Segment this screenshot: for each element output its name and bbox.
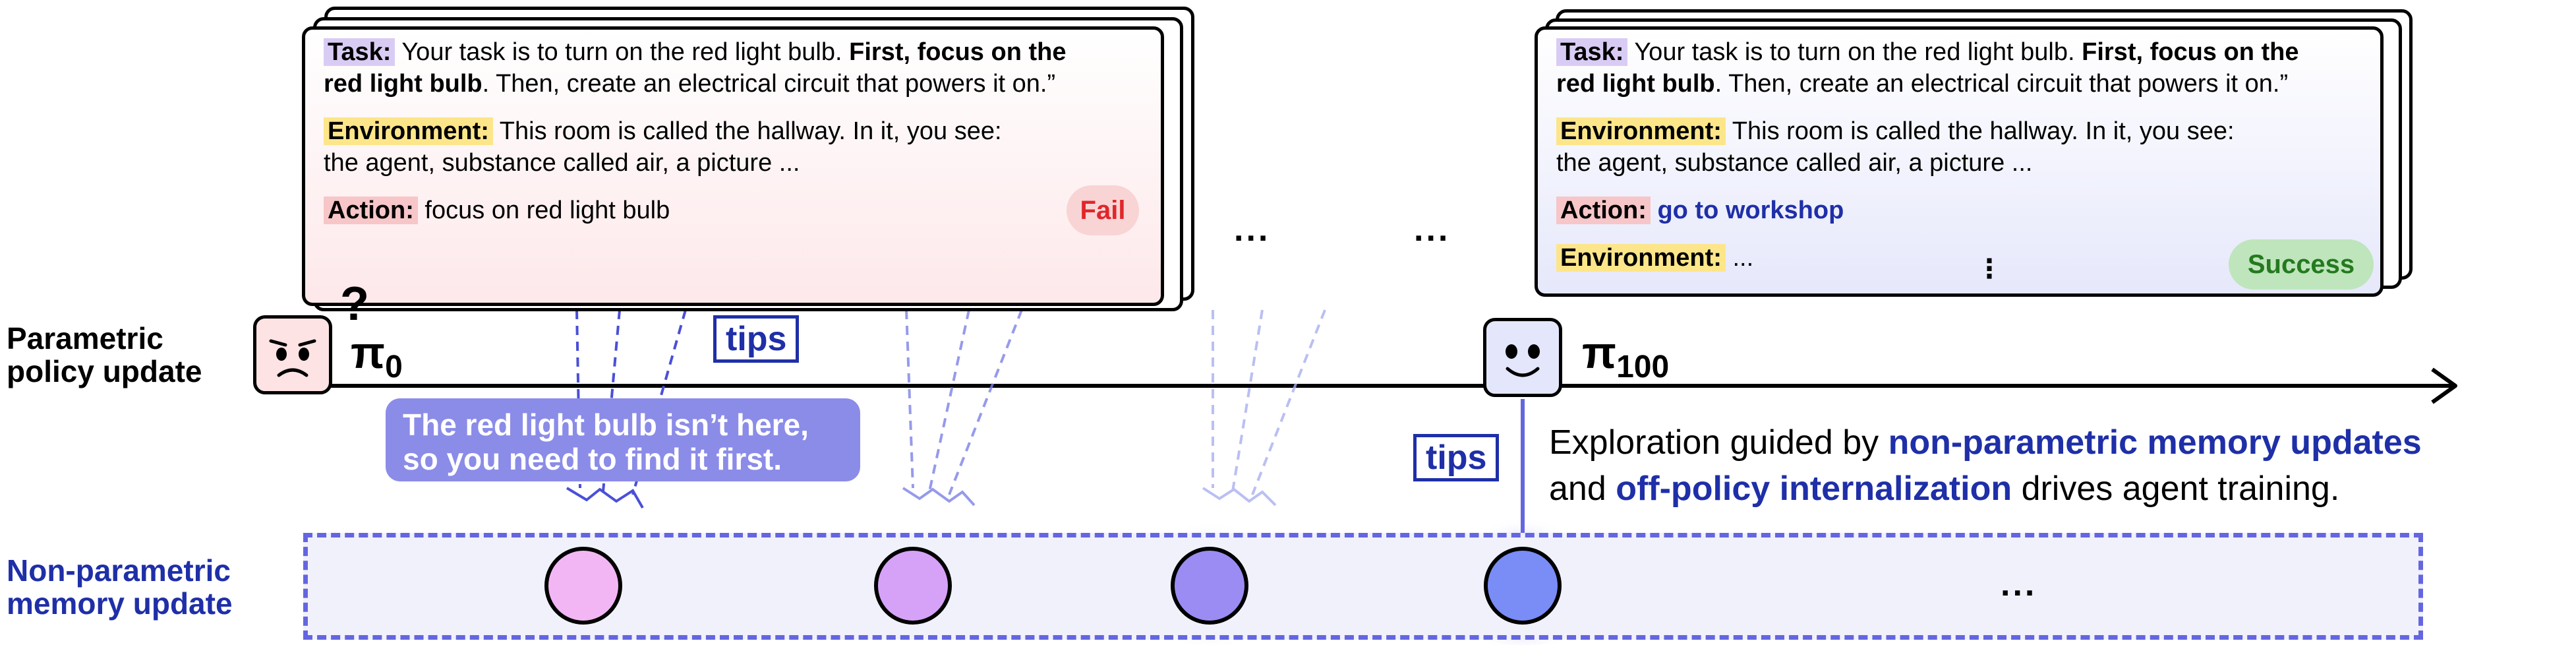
memory-node <box>544 547 622 625</box>
question-mark-icon: ? <box>340 278 369 330</box>
vertical-ellipsis: ⋮ <box>1976 255 2003 284</box>
caption-text: and <box>1549 470 1616 508</box>
caption-text: Exploration guided by <box>1549 423 1888 462</box>
pi-subscript: 0 <box>385 350 403 384</box>
task-line: Task: Your task is to turn on the red li… <box>1556 36 2367 68</box>
action-line: Action: go to workshop <box>1556 195 2367 226</box>
environment-tag: Environment: <box>1556 117 1726 145</box>
environment-tag: Environment: <box>324 117 493 145</box>
environment-text: the agent, substance called air, a pictu… <box>324 149 800 177</box>
confused-agent-face-icon <box>253 315 332 394</box>
happy-agent-face-icon <box>1483 318 1562 397</box>
action-text: focus on red light bulb <box>417 197 670 224</box>
timeline-arrowhead <box>2431 367 2457 404</box>
nonparametric-memory-update-label: Non-parametric memory update <box>7 554 233 620</box>
environment-line-3: Environment: ... <box>1556 242 2367 274</box>
pi-symbol: π <box>351 328 386 378</box>
label-line: policy update <box>7 354 202 388</box>
environment-line-2: the agent, substance called air, a pictu… <box>1556 147 2367 179</box>
action-line: Action: focus on red light bulb <box>324 195 1148 226</box>
dashed-links-group-3 <box>1202 309 1326 507</box>
pi-subscript: 100 <box>1616 350 1670 384</box>
tips-label: tips <box>1413 434 1500 481</box>
fail-badge: Fail <box>1067 185 1139 235</box>
task-emphasis: red light bulb <box>324 70 483 98</box>
task-text: Your task is to turn on the red light bu… <box>395 38 850 66</box>
memory-node <box>1171 547 1248 625</box>
memory-band <box>303 533 2423 640</box>
action-tag: Action: <box>1556 197 1651 224</box>
caption-text: drives agent training. <box>2012 470 2340 508</box>
task-line: Task: Your task is to turn on the red li… <box>324 36 1148 68</box>
task-text: Your task is to turn on the red light bu… <box>1627 38 2082 66</box>
tip-hint-bubble: The red light bulb isn’t here, so you ne… <box>386 398 860 481</box>
action-text: go to workshop <box>1657 197 1844 224</box>
environment-text: This room is called the hallway. In it, … <box>1725 117 2235 145</box>
ellipsis-1: ... <box>1234 210 1271 249</box>
caption-highlight: non-parametric memory updates <box>1888 423 2422 462</box>
task-emphasis: red light bulb <box>1556 70 1715 98</box>
memory-node <box>1484 547 1562 625</box>
memory-node <box>874 547 952 625</box>
environment-line: Environment: This room is called the hal… <box>324 115 1148 147</box>
task-tag: Task: <box>1556 38 1628 66</box>
policy-pi-0: π0 <box>351 330 403 390</box>
task-text: . Then, create an electrical circuit tha… <box>1714 70 2289 98</box>
memory-ellipsis: ... <box>2001 565 2037 603</box>
policy-pi-100: π100 <box>1582 330 1669 390</box>
success-badge: Success <box>2229 239 2374 290</box>
hint-line: The red light bulb isn’t here, <box>403 408 809 442</box>
environment-text: This room is called the hallway. In it, … <box>492 117 1002 145</box>
task-tag: Task: <box>324 38 395 66</box>
environment-line-2: the agent, substance called air, a pictu… <box>324 147 1148 179</box>
task-line-2: red light bulb. Then, create an electric… <box>1556 68 2367 100</box>
dashed-links-group-2 <box>902 309 1023 507</box>
task-line-2: red light bulb. Then, create an electric… <box>324 68 1148 100</box>
action-tag: Action: <box>324 197 418 224</box>
environment-text: the agent, substance called air, a pictu… <box>1556 149 2033 177</box>
environment-line: Environment: This room is called the hal… <box>1556 115 2367 147</box>
task-text: . Then, create an electrical circuit tha… <box>482 70 1056 98</box>
task-emphasis: First, focus on the <box>849 38 1067 66</box>
label-line: Parametric <box>7 321 163 355</box>
task-emphasis: First, focus on the <box>2082 38 2299 66</box>
label-line: memory update <box>7 586 233 621</box>
left-trajectory-card: Task: Your task is to turn on the red li… <box>302 26 1164 306</box>
right-trajectory-card: Task: Your task is to turn on the red li… <box>1535 26 2384 297</box>
tips-label: tips <box>713 315 800 363</box>
caption-line-1: Exploration guided by non-parametric mem… <box>1549 419 2422 466</box>
caption-highlight: off-policy internalization <box>1616 470 2012 508</box>
ellipsis-2: ... <box>1414 210 1451 249</box>
caption-line-2: and off-policy internalization drives ag… <box>1549 466 2339 512</box>
environment-text: ... <box>1725 244 1754 272</box>
hint-line: so you need to find it first. <box>403 442 782 476</box>
label-line: Non-parametric <box>7 553 231 588</box>
parametric-policy-update-label: Parametric policy update <box>7 322 202 388</box>
pi-symbol: π <box>1582 328 1617 378</box>
environment-tag: Environment: <box>1556 244 1726 272</box>
